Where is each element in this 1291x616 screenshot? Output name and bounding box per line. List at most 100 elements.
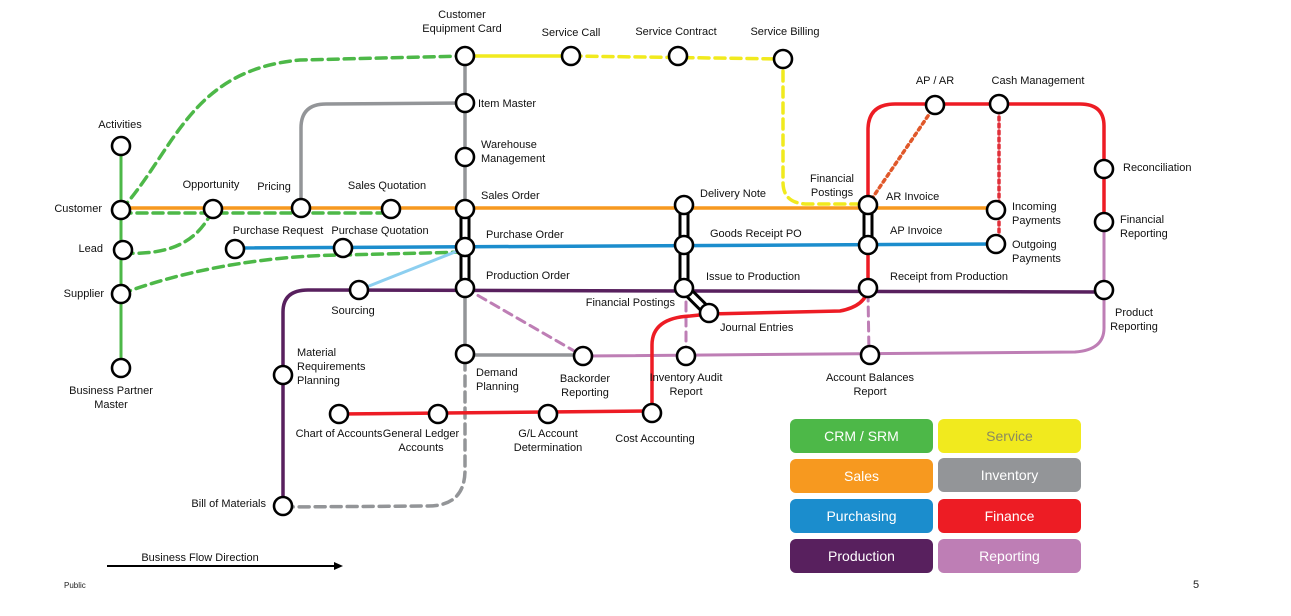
station-lead[interactable] (112, 239, 134, 261)
label-ap-ar: AP / AR (916, 75, 954, 87)
station-service-call[interactable] (560, 45, 582, 67)
station-cash-management[interactable] (988, 93, 1010, 115)
station-demand-planning[interactable] (454, 343, 476, 365)
station-delivery-note[interactable] (673, 194, 695, 216)
label-journal-entries: Journal Entries (720, 322, 794, 334)
label-opportunity: Opportunity (183, 179, 240, 191)
station-service-contract[interactable] (667, 45, 689, 67)
legend-finance: Finance (938, 499, 1081, 533)
page-number: 5 (1193, 579, 1200, 591)
label-reconciliation: Reconciliation (1123, 162, 1191, 174)
station-reconciliation[interactable] (1093, 158, 1115, 180)
station-chart-of-accounts[interactable] (328, 403, 350, 425)
label-purchase-order: Purchase Order (486, 229, 564, 241)
station-general-ledger-accounts[interactable] (427, 403, 449, 425)
legend-production: Production (790, 539, 933, 573)
station-account-balances-report[interactable] (859, 344, 881, 366)
label-financial-postings-inventory: Financial Postings (586, 297, 676, 309)
station-outgoing-payments[interactable] (985, 233, 1007, 255)
label-cost-accounting: Cost Accounting (615, 433, 695, 445)
inventory-dashed-link (281, 358, 467, 509)
station-service-billing[interactable] (772, 48, 794, 70)
station-purchase-quotation[interactable] (332, 237, 354, 259)
classification-label: Public (64, 581, 86, 590)
label-purchase-request: Purchase Request (233, 225, 324, 237)
station-inventory-audit-report[interactable] (675, 345, 697, 367)
production-line (281, 288, 1106, 508)
station-customer-equipment-card[interactable] (454, 45, 476, 67)
station-goods-receipt-po[interactable] (673, 234, 695, 256)
label-ar-invoice: AR Invoice (886, 191, 939, 203)
station-product-reporting[interactable] (1093, 279, 1115, 301)
label-sales-quotation: Sales Quotation (348, 180, 426, 192)
label-lead: Lead (79, 243, 103, 255)
label-service-billing: Service Billing (750, 26, 819, 38)
label-bill-of-materials: Bill of Materials (191, 498, 266, 510)
label-service-call: Service Call (542, 27, 601, 39)
station-backorder-reporting[interactable] (572, 345, 594, 367)
label-purchase-quotation: Purchase Quotation (331, 225, 428, 237)
station-warehouse-management[interactable] (454, 146, 476, 168)
label-issue-to-production: Issue to Production (706, 271, 800, 283)
station-financial-reporting[interactable] (1093, 211, 1115, 233)
station-supplier[interactable] (110, 283, 132, 305)
label-receipt-from-production: Receipt from Production (890, 271, 1008, 283)
label-production-order: Production Order (486, 270, 570, 282)
label-supplier: Supplier (64, 288, 105, 300)
station-ar-invoice[interactable] (857, 194, 879, 216)
station-purchase-order[interactable] (454, 236, 476, 258)
finance-line (337, 102, 1106, 416)
label-sales-order: Sales Order (481, 190, 540, 202)
station-ap-invoice[interactable] (857, 234, 879, 256)
label-ap-invoice: AP Invoice (890, 225, 942, 237)
station-cost-accounting[interactable] (641, 402, 663, 424)
label-customer: Customer (54, 203, 102, 215)
station-business-partner-master[interactable] (110, 357, 132, 379)
station-customer[interactable] (110, 199, 132, 221)
station-issue-to-production[interactable] (673, 277, 695, 299)
legend-inventory: Inventory (938, 458, 1081, 492)
station-journal-entries[interactable] (698, 302, 720, 324)
station-sourcing[interactable] (348, 279, 370, 301)
station-sales-quotation[interactable] (380, 198, 402, 220)
legend-service: Service (938, 419, 1081, 453)
label-goods-receipt-po: Goods Receipt PO (710, 228, 802, 240)
label-activities: Activities (98, 119, 142, 131)
station-gl-account-determination[interactable] (537, 403, 559, 425)
station-opportunity[interactable] (202, 198, 224, 220)
label-pricing: Pricing (257, 181, 291, 193)
crm-dashed-links (119, 54, 467, 296)
label-delivery-note: Delivery Note (700, 188, 766, 200)
station-item-master[interactable] (454, 92, 476, 114)
station-incoming-payments[interactable] (985, 199, 1007, 221)
service-dashed-line (569, 54, 870, 206)
legend-reporting: Reporting (938, 539, 1081, 573)
sourcing-link (357, 246, 467, 292)
label-service-contract: Service Contract (635, 26, 716, 38)
station-mrp[interactable] (272, 364, 294, 386)
station-purchase-request[interactable] (224, 238, 246, 260)
station-sales-order[interactable] (454, 198, 476, 220)
legend-purchasing: Purchasing (790, 499, 933, 533)
business-flow-label: Business Flow Direction (141, 552, 258, 564)
station-bill-of-materials[interactable] (272, 495, 294, 517)
station-pricing[interactable] (290, 197, 312, 219)
station-production-order[interactable] (454, 277, 476, 299)
station-ap-ar[interactable] (924, 94, 946, 116)
station-receipt-from-production[interactable] (857, 277, 879, 299)
station-activities[interactable] (110, 135, 132, 157)
legend-sales: Sales (790, 459, 933, 493)
